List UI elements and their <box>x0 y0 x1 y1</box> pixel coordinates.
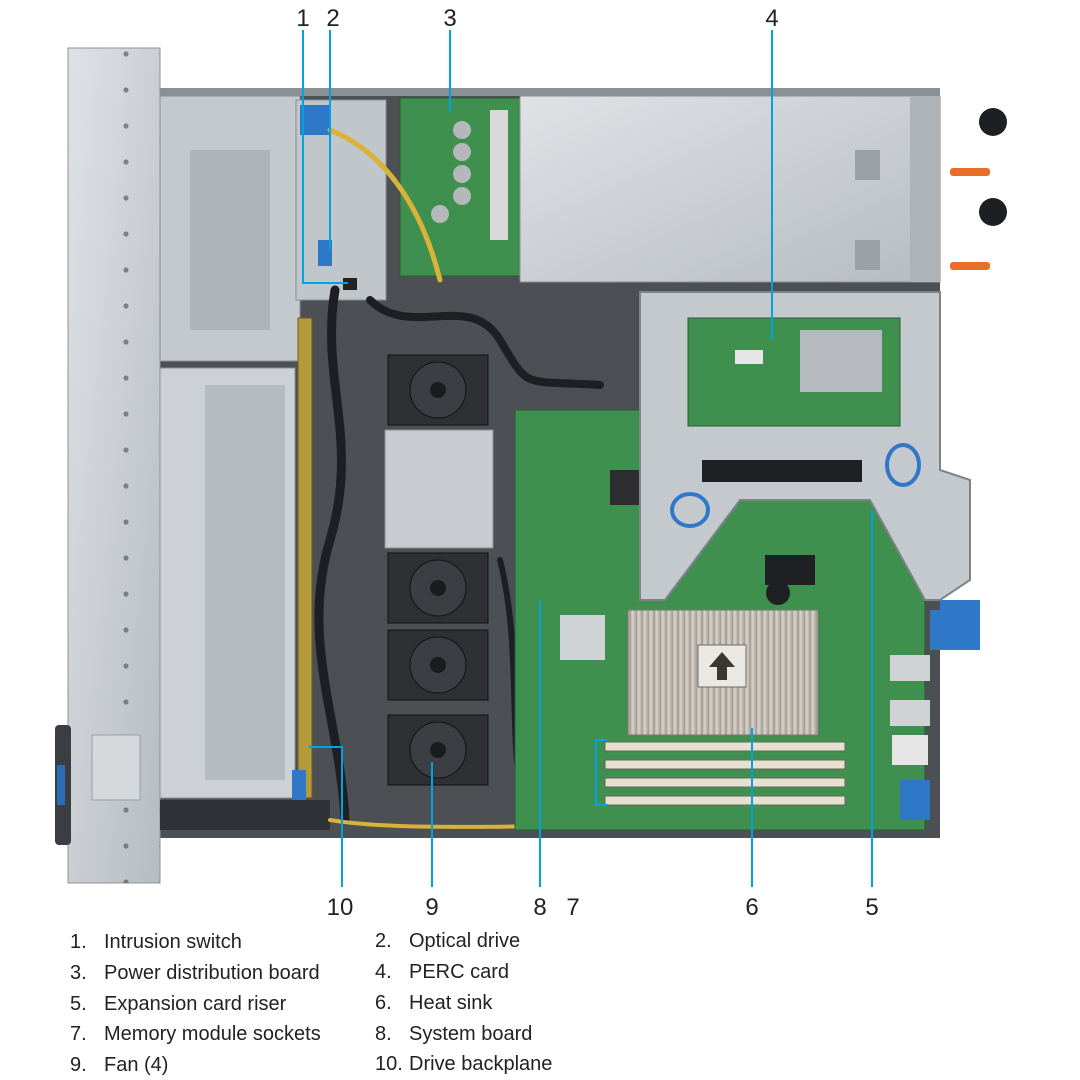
fan-4 <box>387 714 489 786</box>
drive-backplane <box>292 317 313 800</box>
fan-3 <box>387 629 489 701</box>
callout-5: 5 <box>865 894 878 921</box>
callout-8: 8 <box>533 894 546 921</box>
callout-numbers: 1 2 3 4 5 6 7 8 9 10 <box>296 5 878 921</box>
leader-10 <box>309 746 343 887</box>
leader-7 <box>595 739 608 806</box>
fan-2 <box>387 552 489 624</box>
callout-4: 4 <box>765 5 778 32</box>
optical-drive-area <box>295 99 387 301</box>
leader-1 <box>302 30 348 284</box>
callout-1: 1 <box>296 5 309 32</box>
callout-leaders <box>302 30 873 887</box>
callout-7: 7 <box>566 894 579 921</box>
callout-3: 3 <box>443 5 456 32</box>
power-distribution-board <box>399 97 521 277</box>
fan-1 <box>387 354 489 426</box>
power-supply <box>519 95 1007 283</box>
callout-6: 6 <box>745 894 758 921</box>
drive-bay-cage <box>91 95 330 830</box>
callout-2: 2 <box>326 5 339 32</box>
heat-sink <box>627 609 819 736</box>
memory-module-sockets <box>604 741 846 806</box>
expansion-card-riser <box>639 291 980 650</box>
callout-9: 9 <box>425 894 438 921</box>
fans <box>384 354 494 786</box>
callout-10: 10 <box>327 894 354 921</box>
